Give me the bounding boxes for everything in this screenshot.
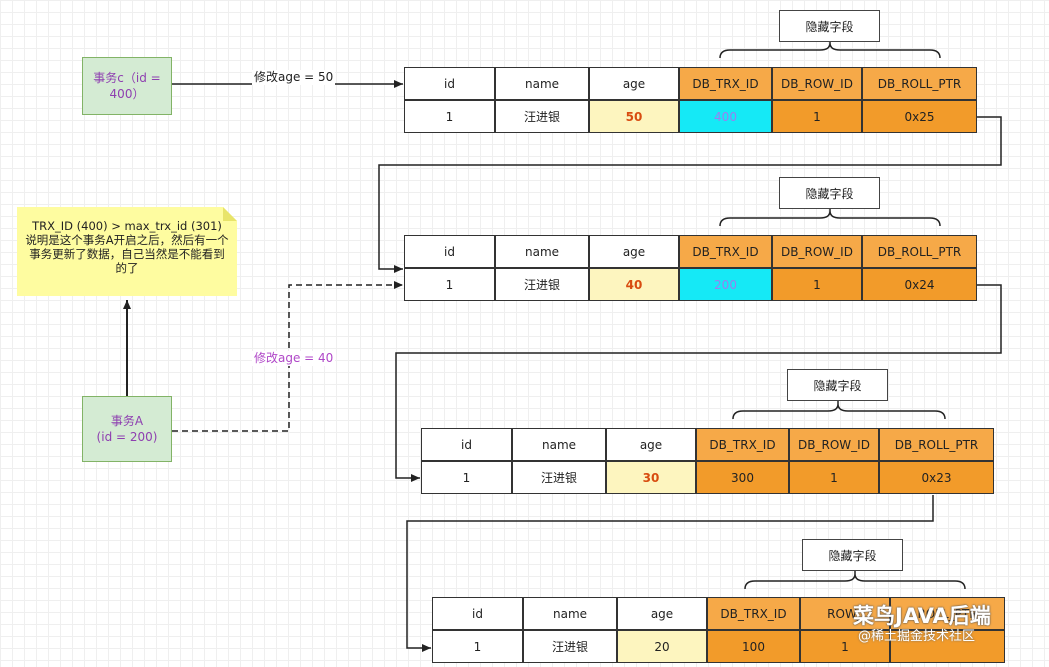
cell-name: 汪进银 [523, 630, 617, 663]
header-roll-ptr: DB_ROLL_PTR [862, 67, 977, 100]
hidden-field-label-3: 隐藏字段 [787, 369, 888, 401]
cell-id: 1 [404, 268, 495, 301]
cell-age: 40 [589, 268, 679, 301]
header-age: age [589, 235, 679, 268]
cell-trx-id: 400 [679, 100, 772, 133]
cell-row-id: 1 [772, 268, 862, 301]
header-name: name [512, 428, 606, 461]
cell-roll-ptr: 0x25 [862, 100, 977, 133]
header-roll-ptr: DB_ROLL_PTR [862, 235, 977, 268]
cell-id: 1 [404, 100, 495, 133]
hidden-field-brace-2 [719, 210, 941, 227]
cell-age: 20 [617, 630, 707, 663]
hidden-field-label-1: 隐藏字段 [779, 10, 880, 42]
header-id: id [421, 428, 512, 461]
edge-label-c-modify: 修改age = 50 [252, 70, 336, 85]
cell-trx-id: 100 [707, 630, 800, 663]
header-age: age [589, 67, 679, 100]
transaction-c-label: 事务c（id = 400） [93, 71, 161, 101]
header-age: age [606, 428, 696, 461]
cell-age: 50 [589, 100, 679, 133]
transaction-a-box: 事务A (id = 200) [82, 396, 172, 462]
hidden-field-brace-4 [744, 573, 966, 590]
watermark-subtitle: @稀土掘金技术社区 [858, 629, 976, 644]
header-id: id [432, 597, 523, 630]
cell-id: 1 [421, 461, 512, 494]
cell-row-id: 1 [789, 461, 879, 494]
cell-id: 1 [432, 630, 523, 663]
header-trx-id: DB_TRX_ID [696, 428, 789, 461]
transaction-c-box: 事务c（id = 400） [82, 57, 172, 115]
header-trx-id: DB_TRX_ID [707, 597, 800, 630]
header-trx-id: DB_TRX_ID [679, 235, 772, 268]
edge-label-a-modify: 修改age = 40 [252, 351, 336, 366]
transaction-a-label: 事务A (id = 200) [96, 414, 158, 444]
header-name: name [523, 597, 617, 630]
cell-trx-id: 200 [679, 268, 772, 301]
hidden-field-brace-3 [732, 403, 946, 420]
cell-roll-ptr: 0x24 [862, 268, 977, 301]
sticky-note-text: TRX_ID (400) > max_trx_id (301) 说明是这个事务A… [25, 219, 229, 275]
header-name: name [495, 67, 589, 100]
cell-age: 30 [606, 461, 696, 494]
sticky-note [17, 207, 237, 296]
header-row-id: DB_ROW_ID [789, 428, 879, 461]
hidden-field-label-4: 隐藏字段 [802, 539, 903, 571]
header-age: age [617, 597, 707, 630]
hidden-field-label-2: 隐藏字段 [779, 177, 880, 209]
header-row-id: DB_ROW_ID [772, 67, 862, 100]
header-id: id [404, 67, 495, 100]
header-id: id [404, 235, 495, 268]
cell-roll-ptr: 0x23 [879, 461, 994, 494]
watermark-title: 菜鸟JAVA后端 [853, 604, 991, 628]
cell-row-id: 1 [772, 100, 862, 133]
cell-trx-id: 300 [696, 461, 789, 494]
cell-name: 汪进银 [495, 268, 589, 301]
header-trx-id: DB_TRX_ID [679, 67, 772, 100]
header-name: name [495, 235, 589, 268]
cell-name: 汪进银 [512, 461, 606, 494]
cell-name: 汪进银 [495, 100, 589, 133]
hidden-field-brace-1 [719, 42, 941, 59]
header-row-id: DB_ROW_ID [772, 235, 862, 268]
header-roll-ptr: DB_ROLL_PTR [879, 428, 994, 461]
